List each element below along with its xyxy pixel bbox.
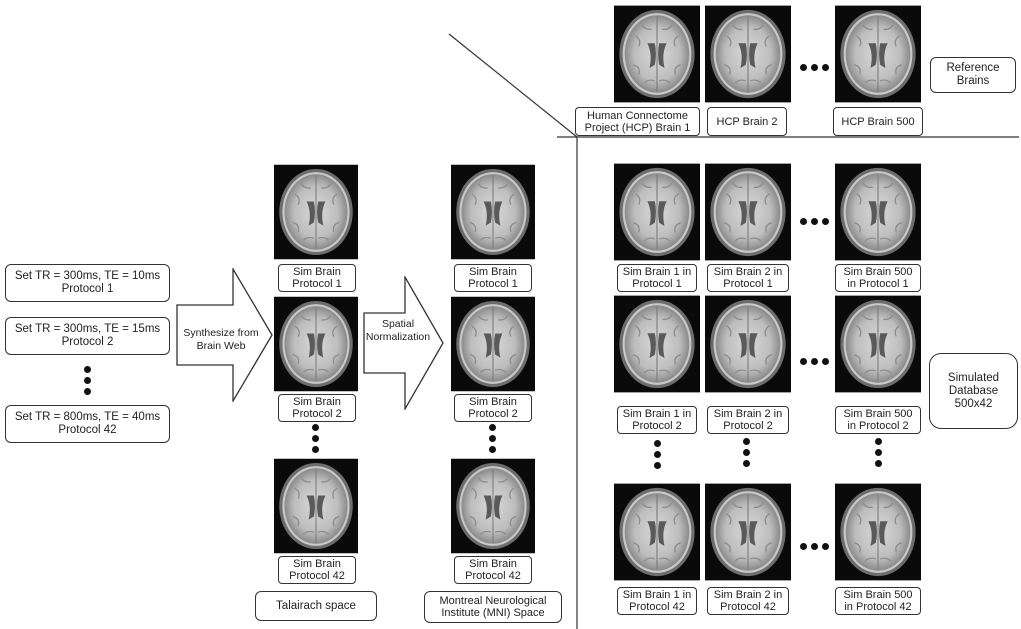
sim-brain-500-protocol-2	[835, 294, 921, 394]
protocol-2-name: Protocol 2	[61, 336, 114, 348]
protocol-42-name: Protocol 42	[58, 424, 117, 436]
sim-brain-500-protocol-42	[835, 480, 921, 584]
hcp-label-2: HCP Brain 2	[707, 107, 787, 136]
sim-brain-500-protocol-1	[835, 162, 921, 262]
protocol-box-1: Set TR = 300ms, TE = 10ms Protocol 1	[5, 264, 170, 302]
talairach-brain-2	[274, 294, 358, 394]
hcp-brain-500	[835, 4, 921, 104]
sim-row-42-ellipsis	[800, 537, 833, 550]
sim-brain-2-protocol-42	[705, 480, 791, 584]
talairach-space-label: Talairach space	[255, 591, 377, 621]
protocol-ellipsis	[84, 366, 92, 399]
mni-brain-2	[451, 294, 535, 394]
talairach-brain-1	[274, 162, 358, 262]
mni-brain-1	[451, 162, 535, 262]
mni-ellipsis	[489, 424, 497, 457]
protocol-1-name: Protocol 1	[61, 283, 114, 295]
sim-brain-2-protocol-2	[705, 294, 791, 394]
mni-brain-42	[451, 456, 535, 556]
protocol-box-42: Set TR = 800ms, TE = 40ms Protocol 42	[5, 405, 170, 443]
hcp-ellipsis	[800, 58, 833, 71]
talairach-ellipsis	[312, 424, 320, 457]
sim-row-2-ellipsis	[800, 352, 833, 365]
synthesize-arrow	[176, 268, 273, 402]
sim-col-1-ellipsis	[654, 440, 662, 473]
sim-brain-1-protocol-42	[614, 480, 700, 584]
protocol-box-2: Set TR = 300ms, TE = 15ms Protocol 2	[5, 317, 170, 355]
hcp-label-500: HCP Brain 500	[833, 107, 923, 136]
sim-col-500-ellipsis	[875, 438, 883, 471]
sim-brain-1-protocol-2	[614, 294, 700, 394]
sim-brain-2-protocol-1	[705, 162, 791, 262]
protocol-2-setting: Set TR = 300ms, TE = 15ms	[14, 323, 161, 335]
sim-col-2-ellipsis	[743, 438, 751, 471]
protocol-1-setting: Set TR = 300ms, TE = 10ms	[14, 270, 161, 282]
hcp-brain-2	[705, 4, 791, 104]
hcp-brain-1	[614, 4, 700, 104]
normalization-arrow	[363, 276, 444, 410]
protocol-42-setting: Set TR = 800ms, TE = 40ms	[14, 411, 161, 423]
sim-brain-1-protocol-1	[614, 162, 700, 262]
talairach-brain-42	[274, 456, 358, 556]
sim-row-1-ellipsis	[800, 212, 833, 225]
